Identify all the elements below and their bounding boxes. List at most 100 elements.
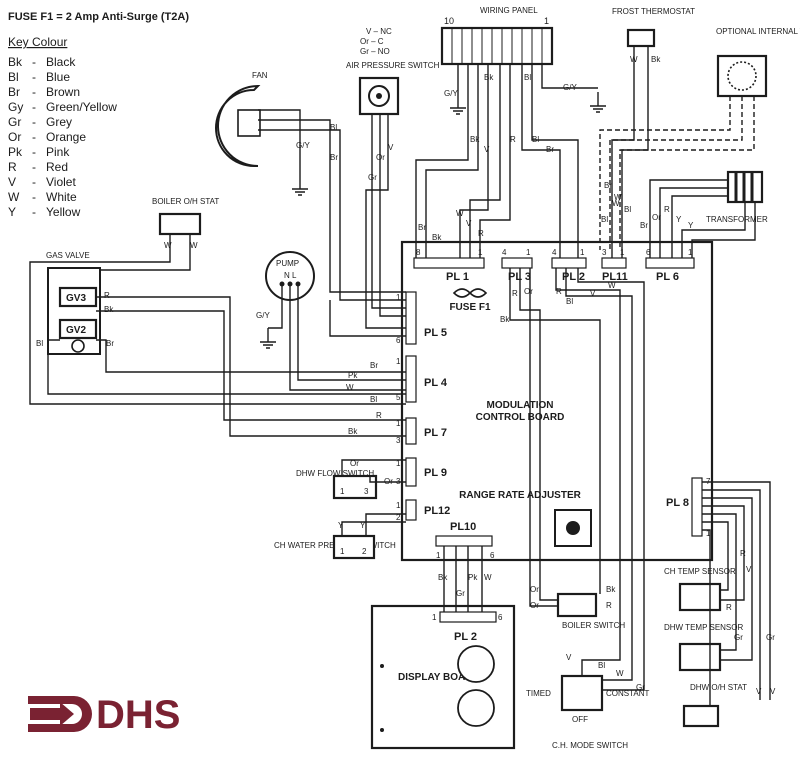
bs-r: R (606, 601, 612, 610)
earth-icon (260, 92, 606, 349)
pl1-r: R (478, 229, 484, 238)
key-dash: - (32, 70, 36, 84)
gv-br: Br (106, 339, 114, 348)
pl3-r: R (512, 289, 518, 298)
wp-gy-left: G/Y (444, 89, 458, 98)
pl2-display-pin1: 1 (432, 613, 437, 622)
pl5-pin-last: 6 (396, 336, 401, 345)
frost-bk: Bk (651, 55, 661, 64)
boiler-switch-label: BOILER SWITCH (562, 621, 625, 630)
key-colour-name: White (46, 190, 77, 204)
wires (29, 46, 771, 706)
ch-mode-switch-label: C.H. MODE SWITCH (552, 741, 628, 750)
gv2-label: GV2 (66, 325, 86, 336)
pl3-pin-first: 4 (502, 248, 507, 257)
dhw-temp-sensor-label: DHW TEMP SENSOR (664, 623, 743, 632)
boiler-oh-stat (158, 212, 202, 236)
fan-gy: G/Y (296, 141, 310, 150)
key-dash: - (32, 205, 36, 219)
pl6-or: Or (652, 213, 661, 222)
wiring-panel: WIRING PANEL 10 1 (440, 6, 554, 66)
aps-label: AIR PRESSURE SWITCH (346, 61, 440, 70)
pl6-label: PL 6 (656, 271, 679, 283)
gv3-label: GV3 (66, 293, 86, 304)
plug-pl2-display (439, 611, 497, 623)
pl5-label: PL 5 (424, 327, 447, 339)
key-colour-name: Yellow (46, 205, 81, 219)
pl3-bk: Bk (500, 315, 510, 324)
key-colour-name: Orange (46, 130, 86, 144)
pl7-pin-first: 1 (396, 419, 401, 428)
mode-gr: Gr (636, 683, 645, 692)
mode-bl: Bl (598, 661, 605, 670)
wp-bk: Bk (484, 73, 494, 82)
key-code: Y (8, 205, 16, 219)
plug-pl7: PL 7 1 3 (396, 417, 447, 445)
pump-gy: G/Y (256, 311, 270, 320)
key-colour-name: Grey (46, 115, 72, 129)
dhw-flow-switch (332, 474, 378, 500)
pl10-pin-first: 1 (436, 551, 441, 560)
timer-w: W (614, 193, 622, 202)
display-dial-bottom-icon (457, 689, 495, 727)
pl5-pin-first: 1 (396, 293, 401, 302)
pl4-pin-first: 1 (396, 357, 401, 366)
modulation-control-board (400, 240, 714, 562)
pl10-w: W (484, 573, 492, 582)
pl9-label: PL 9 (424, 467, 447, 479)
pl11-label: PL11 (602, 271, 628, 283)
pl6-r: R (664, 205, 670, 214)
key-colour-name: Brown (46, 85, 80, 99)
wp-bk2: Bk (470, 135, 480, 144)
pl9-or1: Or (350, 459, 359, 468)
chwps-pin1: 1 (340, 547, 345, 556)
pl11-bl: Bl (601, 215, 608, 224)
wp-br: Br (546, 145, 554, 154)
pl6-y1: Y (676, 215, 682, 224)
fan-br: Br (330, 153, 338, 162)
wp-bl: Bl (524, 73, 531, 82)
pl2-w: W (608, 281, 616, 290)
aps-diaphragm-icon (368, 85, 390, 107)
fan-icon (215, 84, 261, 167)
range-rate-knob-icon (566, 521, 580, 535)
pl1-bk: Bk (432, 233, 442, 242)
pl12-y2: Y (360, 521, 366, 530)
pl6-pin-first: 6 (646, 248, 651, 257)
pl4-label: PL 4 (424, 377, 448, 389)
pl8-v1: V (746, 565, 752, 574)
key-dash: - (32, 145, 36, 159)
ch-water-pressure-switch (332, 534, 376, 560)
key-code: Bl (8, 70, 19, 84)
plug-pl10: PL10 1 6 (435, 521, 495, 560)
key-dash: - (32, 55, 36, 69)
pl8-label: PL 8 (666, 497, 689, 509)
wiring-panel-label: WIRING PANEL (480, 6, 538, 15)
plug-pl6: PL 6 6 1 (645, 248, 695, 283)
pl1-v: V (466, 219, 472, 228)
key-colour-name: Green/Yellow (46, 100, 117, 114)
mode-off: OFF (572, 715, 588, 724)
fuse-title: FUSE F1 = 2 Amp Anti-Surge (T2A) (8, 11, 189, 23)
timer-label: OPTIONAL INTERNAL TIMER (716, 27, 800, 36)
pl2-display-label: PL 2 (454, 631, 477, 643)
pl7-bk: Bk (348, 427, 358, 436)
pump-label: PUMP (276, 259, 299, 268)
gv2-coil (58, 318, 98, 340)
timer-br: Br (604, 181, 612, 190)
dhw-flow-pin3: 3 (364, 487, 369, 496)
display-board-label: DISPLAY BOARD (398, 672, 480, 683)
fuse-label: FUSE F1 (449, 302, 491, 313)
plug-pl12: PL12 1 2 (396, 499, 450, 522)
range-rate-label: RANGE RATE ADJUSTER (459, 490, 581, 501)
pl10-pk: Pk (468, 573, 478, 582)
key-dash: - (32, 115, 36, 129)
pl10-label: PL10 (450, 521, 476, 533)
pl12-pin-last: 2 (396, 513, 401, 522)
key-code: Gy (8, 100, 23, 114)
key-code: W (8, 190, 20, 204)
wp-r: R (510, 135, 516, 144)
timer-dial-icon (727, 61, 757, 91)
key-title: Key Colour (8, 35, 67, 49)
wiring-panel-pin-10: 10 (444, 16, 454, 26)
